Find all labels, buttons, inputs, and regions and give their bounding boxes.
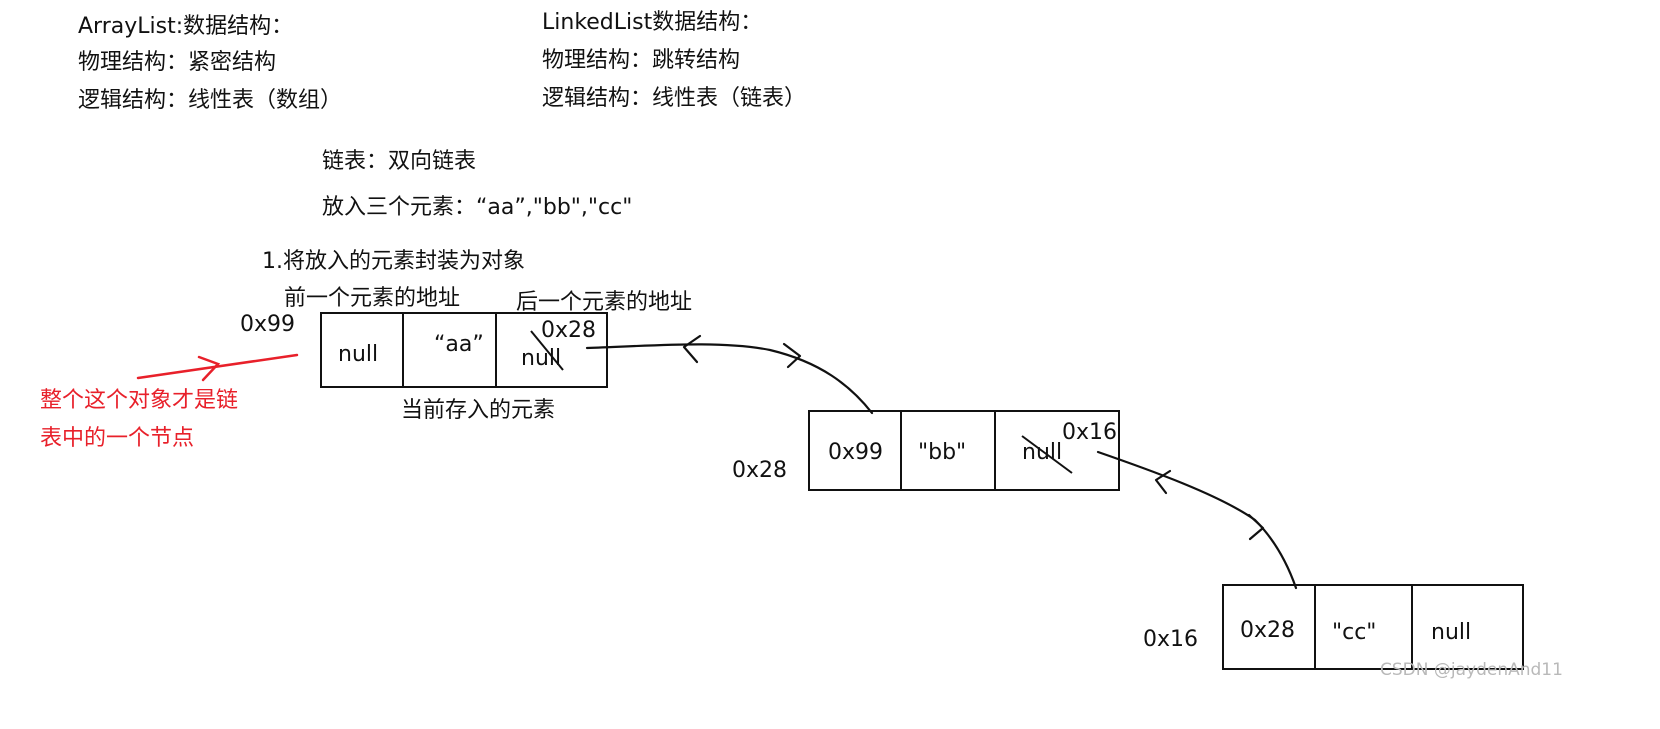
node2-next-new-value: 0x16 [1062,420,1118,445]
linkedlist-logical: 逻辑结构：线性表（链表） [542,86,807,111]
node2-value-cell: "bb" [902,412,996,489]
node-1: null “aa” 0x28 null [320,312,608,388]
node3-prev-value: 0x28 [1240,618,1296,643]
node3-address: 0x16 [1143,627,1199,652]
node2-element-value: "bb" [918,440,967,465]
node-annotation-line1: 整个这个对象才是链 [40,388,239,413]
link-node2-node3 [1096,450,1298,590]
arraylist-logical: 逻辑结构：线性表（数组） [78,88,343,113]
node2-next-cell: 0x16 null [996,412,1118,489]
node1-null-strike [530,330,564,371]
node1-next-new-value: 0x28 [541,318,597,343]
node2-prev-cell: 0x99 [810,412,902,489]
node2-address: 0x28 [732,458,788,483]
next-address-label: 后一个元素的地址 [516,290,693,315]
node-3: 0x28 "cc" null [1222,584,1524,670]
prev-address-label: 前一个元素的地址 [284,286,461,311]
node3-prev-cell: 0x28 [1224,586,1316,668]
node1-next-cell: 0x28 null [497,314,606,386]
node1-prev-value: null [338,342,379,367]
node2-prev-value: 0x99 [828,440,884,465]
node3-next-value: null [1431,620,1472,645]
arraylist-physical: 物理结构：紧密结构 [78,50,277,75]
node3-next-cell: null [1413,586,1522,668]
put-three-note: 放入三个元素：“aa”,"bb","cc" [322,195,633,220]
current-element-label: 当前存入的元素 [401,398,556,423]
step1-note: 1.将放入的元素封装为对象 [262,249,525,274]
node1-address: 0x99 [240,312,296,337]
linkedlist-physical: 物理结构：跳转结构 [542,48,741,73]
node3-element-value: "cc" [1332,620,1377,645]
list-type-note: 链表：双向链表 [322,149,477,174]
node-2: 0x99 "bb" 0x16 null [808,410,1120,491]
node1-value-cell: “aa” [404,314,497,386]
node1-prev-cell: null [322,314,404,386]
node3-value-cell: "cc" [1316,586,1413,668]
node2-null-strike [1021,435,1073,474]
linkedlist-title: LinkedList数据结构： [542,10,763,35]
link-node1-node2 [585,334,874,415]
node1-element-value: “aa” [434,332,484,357]
red-pointer-arrow [136,353,299,382]
node-annotation-line2: 表中的一个节点 [40,426,195,451]
csdn-watermark: CSDN @jaydenAnd11 [1380,660,1563,680]
arraylist-title: ArrayList:数据结构： [78,14,294,39]
